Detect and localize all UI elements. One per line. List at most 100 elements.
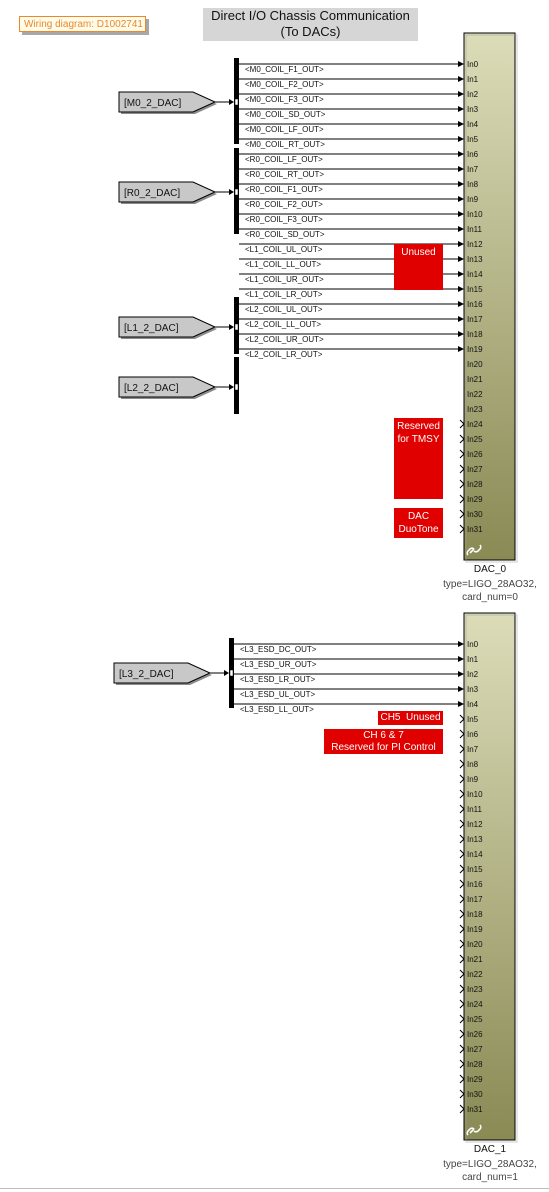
- port-label-in23: In23: [467, 405, 483, 414]
- port-label-in11: In11: [467, 225, 483, 234]
- signal-label: <R0_COIL_F2_OUT>: [245, 200, 323, 209]
- unconnected-port-chevron: [459, 494, 465, 504]
- port-label-in21: In21: [467, 375, 483, 384]
- unconnected-port-chevron: [459, 524, 465, 534]
- dac1-block-shadow: [465, 614, 518, 1143]
- arrow-head: [229, 324, 234, 330]
- port-label-in2: In2: [467, 670, 479, 679]
- note-unused: Unused: [394, 244, 443, 290]
- unconnected-port-chevron: [459, 834, 465, 844]
- arrow-head: [458, 226, 464, 232]
- arrow-head: [458, 121, 464, 127]
- signal-label: <L1_COIL_LL_OUT>: [245, 260, 321, 269]
- signal-label: <R0_COIL_F1_OUT>: [245, 185, 323, 194]
- port-label-in22: In22: [467, 390, 483, 399]
- unconnected-port-chevron: [459, 509, 465, 519]
- port-label-in22: In22: [467, 970, 483, 979]
- port-label-in26: In26: [467, 1030, 483, 1039]
- unconnected-port-chevron: [459, 1014, 465, 1024]
- unconnected-port-chevron: [459, 744, 465, 754]
- signal-label: <R0_COIL_LF_OUT>: [245, 155, 323, 164]
- wiring-diagram-tag[interactable]: Wiring diagram: D1002741: [19, 16, 146, 32]
- signal-label: <L2_COIL_UR_OUT>: [245, 335, 324, 344]
- arrow-head: [458, 316, 464, 322]
- from-tag-block[interactable]: [118, 316, 217, 338]
- port-label-in9: In9: [467, 775, 479, 784]
- unconnected-port-chevron: [459, 1074, 465, 1084]
- link-stroke: [473, 544, 482, 553]
- title-line-2: (To DACs): [280, 24, 341, 39]
- unconnected-port-chevron: [459, 984, 465, 994]
- signal-label: <M0_COIL_SD_OUT>: [245, 110, 326, 119]
- unconnected-port-chevron: [459, 714, 465, 724]
- port-label-in13: In13: [467, 255, 483, 264]
- unconnected-port-chevron: [459, 999, 465, 1009]
- dac0-name: DAC_0: [473, 564, 507, 575]
- port-label-in17: In17: [467, 315, 483, 324]
- arrow-head: [458, 346, 464, 352]
- arrow-head: [458, 181, 464, 187]
- arrow-head: [458, 286, 464, 292]
- unconnected-port-chevron: [459, 1089, 465, 1099]
- port-label-in8: In8: [467, 760, 479, 769]
- dac0-param-type: type=LIGO_28AO32,: [443, 579, 537, 590]
- arrow-head: [458, 91, 464, 97]
- unconnected-port-chevron: [459, 449, 465, 459]
- note-text: Reserved: [397, 421, 440, 432]
- from-tag-block[interactable]: [113, 662, 212, 684]
- port-label-in5: In5: [467, 135, 479, 144]
- from-tag-block[interactable]: [118, 91, 217, 113]
- unconnected-port-chevron: [459, 1029, 465, 1039]
- from-tag-label: [R0_2_DAC]: [124, 188, 180, 199]
- port-label-in29: In29: [467, 495, 483, 504]
- port-label-in3: In3: [467, 105, 479, 114]
- port-label-in27: In27: [467, 465, 483, 474]
- note-text: CH5 Unused: [380, 712, 441, 723]
- port-label-in10: In10: [467, 790, 483, 799]
- from-tag-block[interactable]: [118, 376, 217, 398]
- port-label-in15: In15: [467, 285, 483, 294]
- port-label-in2: In2: [467, 90, 479, 99]
- port-label-in16: In16: [467, 300, 483, 309]
- unconnected-port-chevron: [459, 1044, 465, 1054]
- signal-label: <L1_COIL_UL_OUT>: [245, 245, 323, 254]
- arrow-head: [229, 99, 234, 105]
- from-tag-label: [L3_2_DAC]: [119, 669, 174, 680]
- dac0-param-card: card_num=0: [462, 592, 518, 603]
- arrow-head: [458, 211, 464, 217]
- signal-label: <R0_COIL_F3_OUT>: [245, 215, 323, 224]
- port-label-in31: In31: [467, 525, 483, 534]
- unconnected-port-chevron: [459, 464, 465, 474]
- port-label-in30: In30: [467, 1090, 483, 1099]
- dac1-param-type: type=LIGO_28AO32,: [443, 1159, 537, 1170]
- port-label-in30: In30: [467, 510, 483, 519]
- note-dac-duotone: DAC DuoTone: [394, 508, 443, 538]
- port-label-in25: In25: [467, 1015, 483, 1024]
- arrow-head: [458, 331, 464, 337]
- port-label-in4: In4: [467, 120, 479, 129]
- from-tag-block[interactable]: [118, 181, 217, 203]
- port-label-in20: In20: [467, 360, 483, 369]
- note-text: Unused: [401, 247, 436, 258]
- link-stroke: [473, 1124, 482, 1133]
- signal-label: <M0_COIL_RT_OUT>: [245, 140, 325, 149]
- unconnected-port-chevron: [459, 894, 465, 904]
- unconnected-port-chevron: [459, 969, 465, 979]
- port-label-in12: In12: [467, 240, 483, 249]
- arrow-head: [458, 271, 464, 277]
- port-label-in14: In14: [467, 850, 483, 859]
- note-reserved-tmsy: Reserved for TMSY: [394, 418, 443, 499]
- library-link-icon: [466, 544, 482, 556]
- port-label-in23: In23: [467, 985, 483, 994]
- unconnected-port-chevron: [459, 804, 465, 814]
- signal-label: <L3_ESD_UR_OUT>: [240, 660, 317, 669]
- arrow-head: [458, 61, 464, 67]
- port-label-in6: In6: [467, 150, 479, 159]
- signal-label: <L2_COIL_LL_OUT>: [245, 320, 321, 329]
- port-label-in21: In21: [467, 955, 483, 964]
- note-text: Reserved for PI Control: [331, 742, 436, 753]
- arrow-head: [458, 106, 464, 112]
- dac0-block[interactable]: [463, 32, 516, 561]
- signal-label: <L3_ESD_DC_OUT>: [240, 645, 317, 654]
- dac1-block[interactable]: [463, 612, 516, 1141]
